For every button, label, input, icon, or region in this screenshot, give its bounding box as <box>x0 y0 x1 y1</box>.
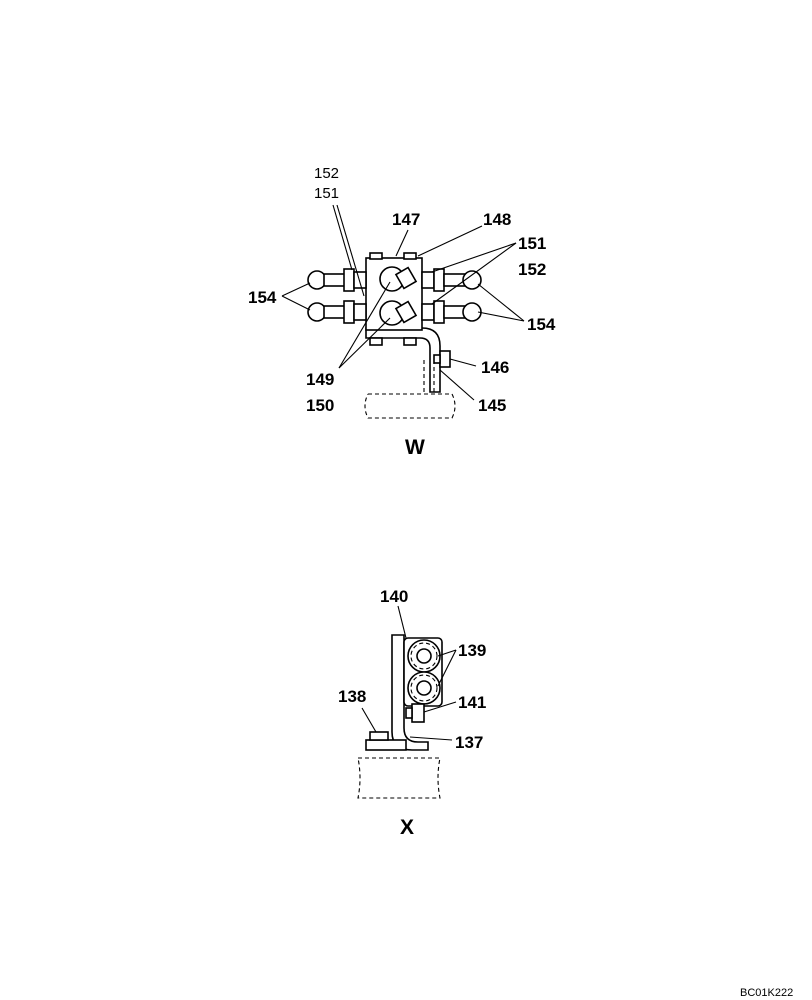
bolt-141-nut <box>405 707 413 719</box>
label-138: 138 <box>338 687 366 706</box>
label-137: 137 <box>455 733 483 752</box>
bolt-141 <box>411 703 425 723</box>
label-141: 141 <box>458 693 486 712</box>
clamp-ring-139-lower <box>407 671 441 705</box>
label-152-right: 152 <box>518 260 546 279</box>
label-139: 139 <box>458 641 486 660</box>
elbow-149-upper <box>379 266 418 292</box>
drawing-code: BC01K222 <box>740 987 793 999</box>
right-upper-hose <box>421 268 482 292</box>
label-154-right: 154 <box>527 315 556 334</box>
label-148: 148 <box>483 210 511 229</box>
label-154-left: 154 <box>248 288 277 307</box>
label-147: 147 <box>392 210 420 229</box>
clamp-ring-139-upper <box>407 639 441 673</box>
bottom-bolt-right <box>403 337 417 346</box>
right-lower-hose <box>421 300 482 324</box>
view-x-leaders <box>361 605 457 741</box>
left-lower-hose <box>307 300 367 324</box>
bolt-146 <box>439 350 451 368</box>
view-w-leaders <box>281 204 525 401</box>
bottom-bolt-left <box>369 337 383 346</box>
label-140: 140 <box>380 587 408 606</box>
bolt-146-head <box>433 354 441 364</box>
mounting-base-x <box>357 757 441 799</box>
label-152-left: 152 <box>314 165 339 182</box>
elbow-149-lower <box>379 300 418 326</box>
bolt-138 <box>369 731 389 741</box>
view-x-caption: X <box>400 816 414 839</box>
mounting-base-150 <box>364 360 456 419</box>
label-151-right: 151 <box>518 234 546 253</box>
label-149: 149 <box>306 370 334 389</box>
label-150: 150 <box>306 396 334 415</box>
label-145: 145 <box>478 396 506 415</box>
left-upper-hose <box>307 268 367 292</box>
view-w-assembly: 152 151 147 148 151 152 154 154 149 146 … <box>248 165 556 459</box>
label-146: 146 <box>481 358 509 377</box>
label-151-left: 151 <box>314 185 339 202</box>
view-x-assembly: 140 139 138 141 137 X <box>338 587 486 839</box>
top-bolt-right <box>403 252 417 260</box>
view-w-caption: W <box>405 436 425 459</box>
bracket-foot-137 <box>365 739 407 751</box>
top-bolt-left <box>369 252 383 260</box>
